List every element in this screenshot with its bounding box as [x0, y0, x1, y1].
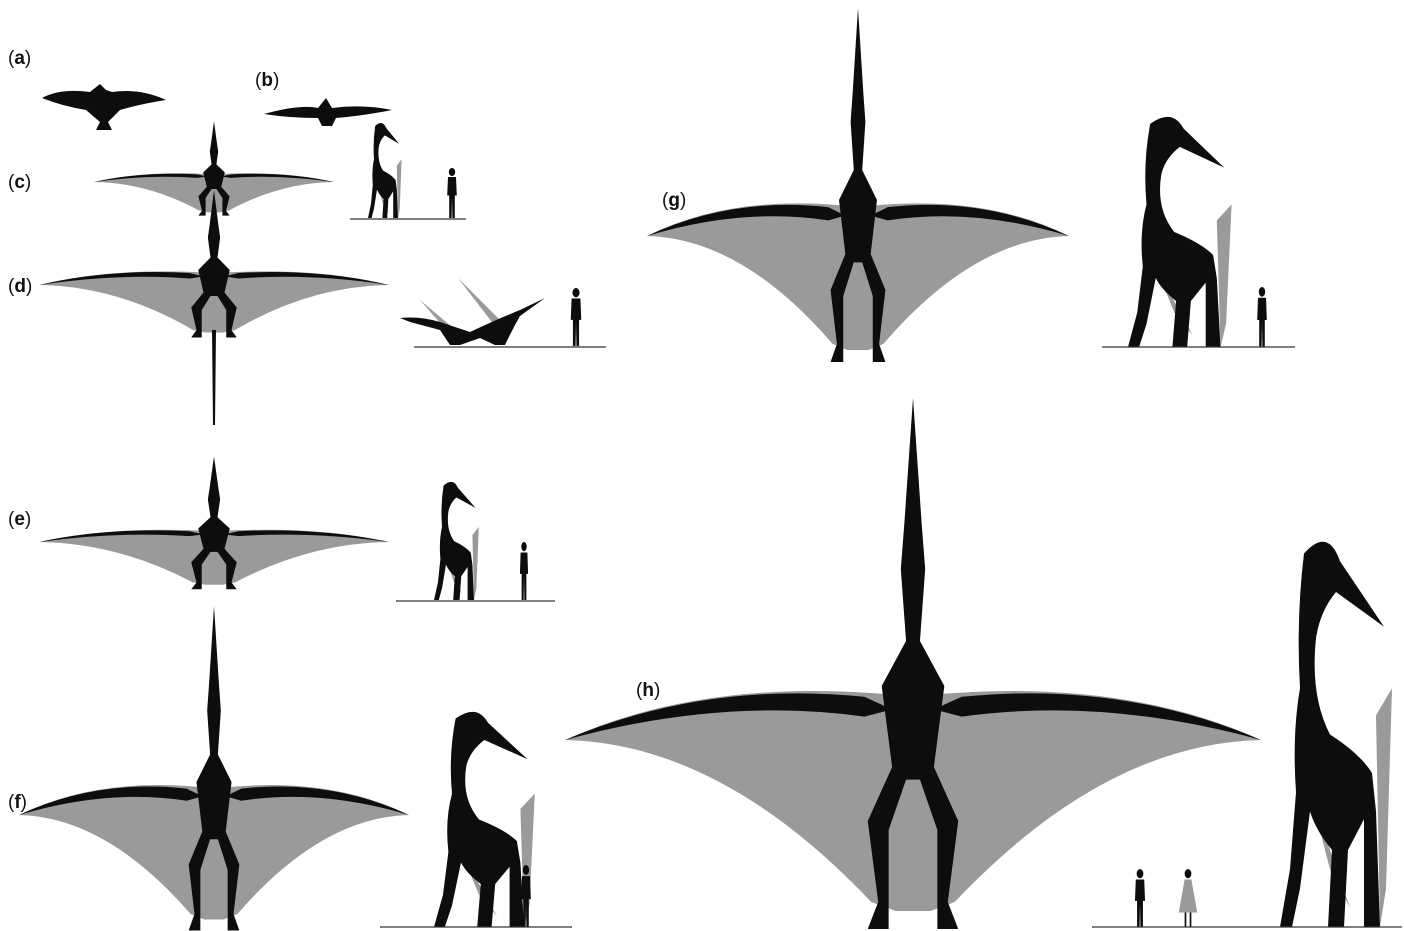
pterosaur-e-side-view	[434, 482, 479, 600]
pterosaur-h-side-view	[1280, 542, 1392, 927]
albatross-silhouette	[264, 98, 392, 126]
pterosaur-d-top-view	[39, 190, 389, 338]
pterosaur-e-top-view	[39, 457, 389, 590]
pterosaur-f-top-view	[19, 606, 409, 931]
pterosaur-h-top-view	[565, 398, 1261, 929]
human-g	[1257, 287, 1267, 347]
pterosaur-g-side-view	[1128, 117, 1232, 347]
human-h-1	[1135, 869, 1145, 927]
pterosaur-c-side-view	[368, 123, 402, 218]
human-c	[447, 168, 457, 218]
pterosaur-f-side-view	[434, 712, 535, 927]
human-h-2	[1179, 869, 1197, 927]
pterosaur-d-side-view	[400, 278, 545, 345]
vulture-silhouette	[42, 84, 166, 130]
human-e	[520, 542, 528, 600]
pterosaur-d-tail	[212, 330, 216, 425]
human-d	[571, 288, 582, 346]
pterosaur-g-top-view	[647, 8, 1069, 362]
